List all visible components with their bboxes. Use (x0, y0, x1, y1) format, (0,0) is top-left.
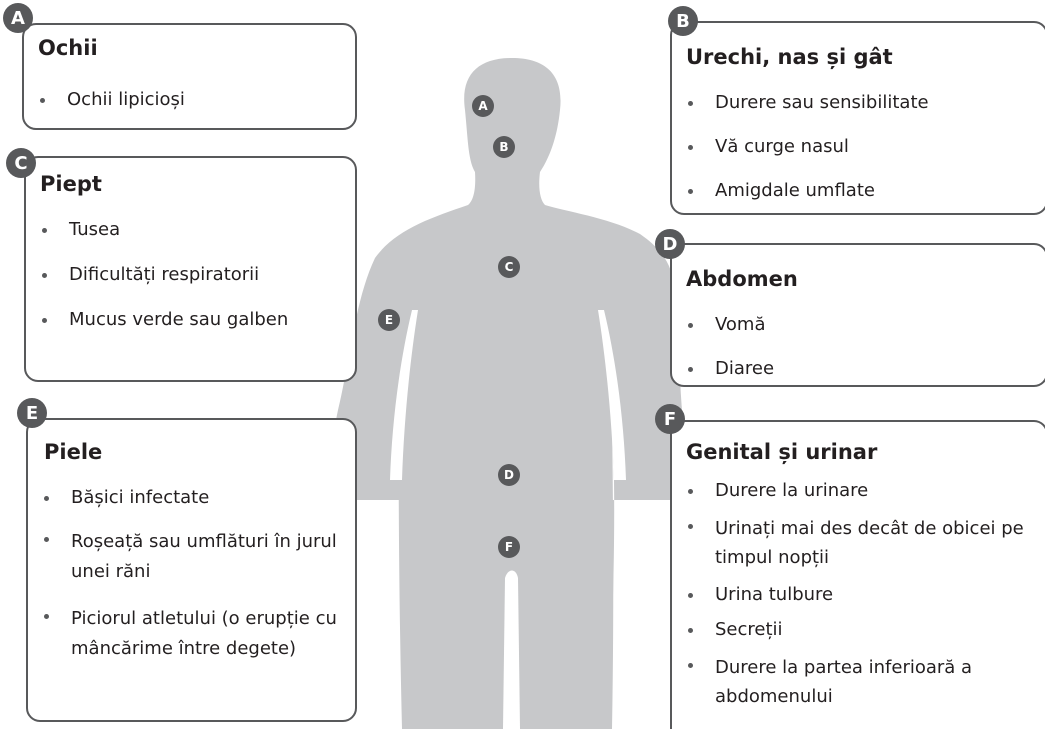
list-item: Diaree (672, 357, 1045, 381)
section-d-title: Abdomen (686, 267, 798, 291)
list-item: Vă curge nasul (672, 135, 1045, 159)
list-item: Vomă (672, 313, 1045, 337)
section-c-badge: C (6, 148, 36, 178)
list-item: Dificultăți respiratorii (26, 263, 355, 287)
section-e-badge: E (17, 398, 47, 428)
marker-f: F (498, 536, 520, 558)
section-c-list: Tusea Dificultăți respiratorii Mucus ver… (26, 218, 355, 332)
section-d-list: Vomă Diaree (672, 313, 1045, 381)
section-a-title: Ochii (38, 36, 98, 60)
list-item: Urina tulbure (672, 583, 1034, 607)
list-item: Durere la partea inferioară a abdomenulu… (672, 653, 1034, 711)
list-item: Durere la urinare (672, 479, 1034, 503)
list-item: Secreții (672, 618, 1034, 642)
section-e-list: Bășici infectate Roșeață sau umflături î… (28, 486, 341, 664)
list-item: Mucus verde sau galben (26, 308, 355, 332)
list-item: Roșeață sau umflături în jurul unei răni (28, 527, 341, 587)
section-b-list: Durere sau sensibilitate Vă curge nasul … (672, 91, 1045, 203)
section-f-box: Genital și urinar Durere la urinare Urin… (670, 420, 1045, 729)
section-a-list: Ochii lipicioși (24, 88, 355, 112)
list-item: Durere sau sensibilitate (672, 91, 1045, 115)
section-e-title: Piele (44, 440, 102, 464)
list-item: Tusea (26, 218, 355, 242)
list-item: Urinați mai des decât de obicei pe timpu… (672, 514, 1034, 572)
section-b-box: Urechi, nas și gât Durere sau sensibilit… (670, 21, 1045, 215)
list-item: Bășici infectate (28, 486, 341, 510)
list-item: Amigdale umflate (672, 179, 1045, 203)
section-f-title: Genital și urinar (686, 440, 877, 464)
marker-c: C (498, 256, 520, 278)
section-d-box: Abdomen Vomă Diaree (670, 243, 1045, 387)
section-c-title: Piept (40, 172, 102, 196)
list-item: Ochii lipicioși (24, 88, 355, 112)
section-c-box: Piept Tusea Dificultăți respiratorii Muc… (24, 156, 357, 382)
leg-gap (503, 571, 520, 729)
section-b-badge: B (668, 6, 698, 36)
section-f-badge: F (655, 404, 685, 434)
section-e-box: Piele Bășici infectate Roșeață sau umflă… (26, 418, 357, 722)
marker-e: E (378, 309, 400, 331)
section-f-list: Durere la urinare Urinați mai des decât … (672, 479, 1034, 711)
marker-a: A (472, 95, 494, 117)
section-a-badge: A (3, 3, 33, 33)
section-a-box: Ochii Ochii lipicioși (22, 23, 357, 130)
list-item: Piciorul atletului (o erupție cu mâncări… (28, 604, 341, 664)
section-d-badge: D (655, 229, 685, 259)
marker-b: B (493, 136, 515, 158)
section-b-title: Urechi, nas și gât (686, 45, 893, 69)
marker-d: D (498, 464, 520, 486)
